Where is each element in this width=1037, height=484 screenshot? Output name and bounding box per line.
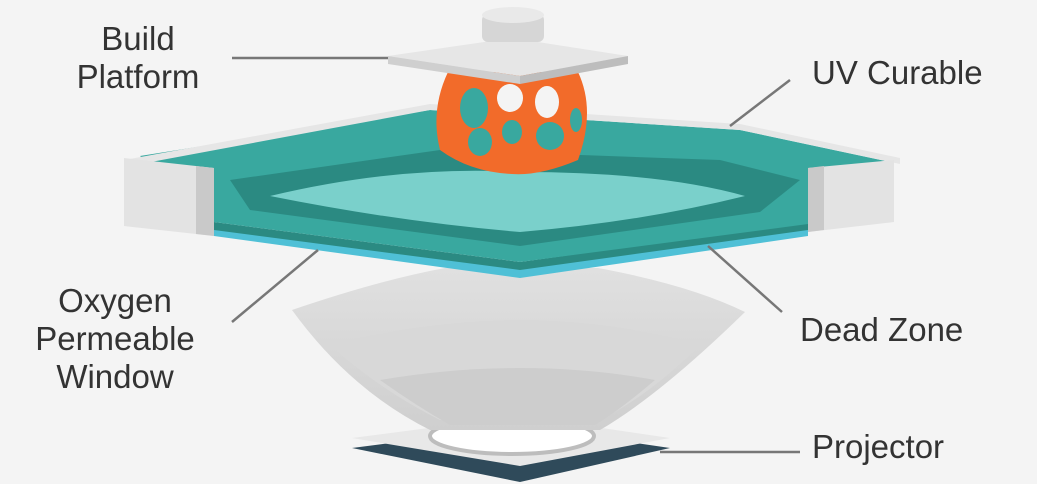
- build-platform: [388, 7, 628, 84]
- vat: [124, 104, 900, 278]
- oxygen-label-line-3: Window: [56, 358, 174, 395]
- leader-uv-curable: [729, 79, 791, 127]
- light-cone: [292, 268, 745, 430]
- leader-lines: [231, 56, 800, 454]
- oxygen-label-line-2: Permeable: [35, 320, 195, 357]
- build-platform-label: Build Platform: [60, 20, 216, 96]
- leader-oxygen-window: [231, 249, 319, 323]
- dead-zone-label: Dead Zone: [800, 311, 964, 348]
- oxygen-permeable-window-label: Oxygen Permeable Window: [0, 282, 230, 396]
- build-platform-label-line-1: Build: [101, 20, 175, 57]
- uv-curable-label: UV Curable: [812, 54, 983, 91]
- printed-part: [436, 72, 587, 175]
- projector-label: Projector: [812, 428, 945, 465]
- oxygen-label-line-1: Oxygen: [58, 282, 172, 319]
- leader-dead-zone: [707, 245, 783, 313]
- build-platform-label-line-2: Platform: [76, 58, 200, 95]
